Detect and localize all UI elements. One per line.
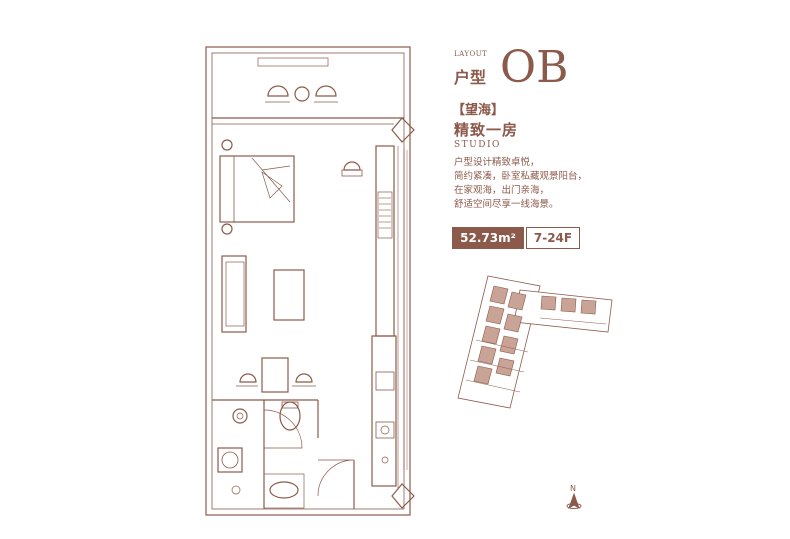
- description-line: 简约紧凑，卧室私藏观景阳台，: [454, 171, 588, 182]
- description-line: 户型设计精致卓悦，: [454, 157, 540, 168]
- unit-title: 精致一房: [454, 121, 519, 139]
- site-plan-map: [457, 275, 613, 409]
- outer-walls: [205, 46, 411, 516]
- unit-description: 户型设计精致卓悦， 简约紧凑，卧室私藏观景阳台， 在家观海，出门亲海， 舒适空间…: [454, 156, 624, 212]
- structural-columns: [391, 117, 415, 509]
- kitchen-counter: [371, 335, 397, 487]
- unit-type-label: 户型: [454, 68, 487, 87]
- window-lines: [403, 150, 408, 470]
- description-line: 在家观海，出门亲海，: [454, 185, 550, 196]
- description-line: 舒适空间尽享一线海景。: [454, 199, 559, 210]
- living-area: [221, 255, 305, 333]
- area-badge: 52.73m²: [452, 227, 524, 249]
- compass-label: N: [570, 484, 576, 493]
- bathroom: [212, 399, 355, 509]
- unit-title-en: STUDIO: [454, 140, 501, 150]
- view-tag: 【望海】: [452, 103, 505, 118]
- layout-label: LAYOUT: [454, 50, 488, 58]
- compass-icon: [566, 492, 582, 510]
- bedroom: [219, 139, 363, 235]
- floor-range-badge: 7-24F: [526, 227, 580, 249]
- unit-type-code: OB: [500, 42, 569, 93]
- balcony: [212, 57, 404, 125]
- dining-area: [236, 357, 316, 393]
